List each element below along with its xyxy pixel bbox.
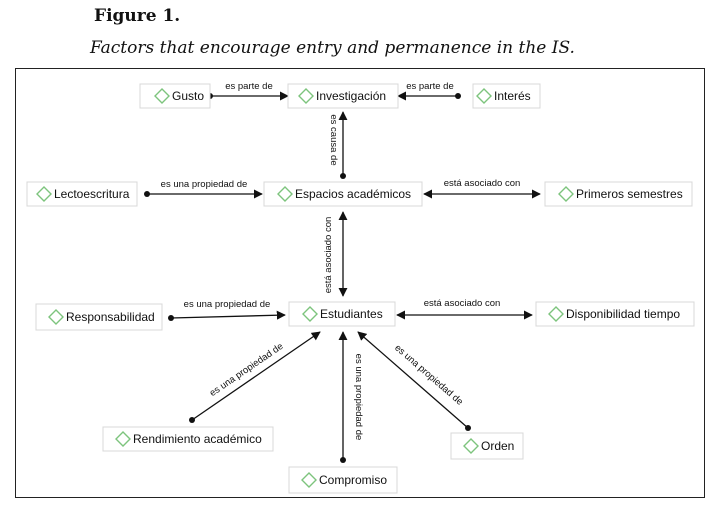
concept-diamond-icon — [115, 431, 131, 447]
edge-label: está asociado con — [424, 298, 501, 309]
concept-diamond-icon — [154, 88, 170, 104]
edge-gusto-investigacion: es parte de — [207, 81, 289, 101]
figure-title: Factors that encourage entry and permane… — [90, 38, 575, 58]
node-gusto[interactable]: Gusto — [139, 83, 211, 109]
concept-diamond-icon — [558, 186, 574, 202]
node-compromiso[interactable]: Compromiso — [288, 466, 398, 494]
concept-diamond-icon — [463, 438, 479, 454]
node-label: Disponibilidad tiempo — [566, 307, 680, 321]
node-label: Responsabilidad — [66, 310, 155, 324]
node-label: Gusto — [172, 89, 204, 103]
concept-diamond-icon — [548, 306, 564, 322]
diagram-frame — [15, 68, 705, 498]
concept-diamond-icon — [277, 186, 293, 202]
edge-lectoescritura-espacios: es una propiedad de — [144, 179, 263, 199]
edge-label: es causa de — [328, 114, 339, 165]
edge-responsabilidad-estudiantes: es una propiedad de — [168, 299, 286, 321]
node-label: Rendimiento académico — [133, 432, 262, 446]
node-estudiantes[interactable]: Estudiantes — [288, 301, 396, 327]
edge-label: es parte de — [406, 81, 454, 92]
node-lectoescritura[interactable]: Lectoescritura — [26, 181, 138, 207]
edge-label: es una propiedad de — [208, 341, 286, 399]
node-espacios-academicos[interactable]: Espacios académicos — [263, 181, 423, 207]
edge-estudiantes-disponibilidad: está asociado con — [396, 298, 533, 320]
edge-label: es una propiedad de — [184, 299, 271, 310]
edge-compromiso-estudiantes: es una propiedad de — [338, 331, 364, 463]
edge-label: es una propiedad de — [392, 343, 465, 408]
concept-diamond-icon — [476, 88, 492, 104]
edge-label: está asociado con — [444, 178, 521, 189]
node-label: Orden — [481, 439, 514, 453]
edge-orden-estudiantes: es una propiedad de — [357, 331, 471, 431]
edge-label: es una propiedad de — [161, 179, 248, 190]
node-primeros-semestres[interactable]: Primeros semestres — [544, 181, 693, 207]
node-label: Primeros semestres — [576, 187, 683, 201]
edge-label: está asociado con — [323, 217, 334, 294]
edge-espacios-estudiantes: está asociado con — [323, 211, 348, 297]
figure-label: Figure 1. — [94, 6, 181, 26]
node-responsabilidad[interactable]: Responsabilidad — [35, 303, 163, 331]
node-label: Lectoescritura — [54, 187, 130, 201]
node-rendimiento-academico[interactable]: Rendimiento académico — [102, 426, 274, 452]
edge-espacios-investigacion: es causa de — [328, 111, 348, 179]
node-orden[interactable]: Orden — [450, 432, 524, 460]
node-label: Investigación — [316, 89, 386, 103]
node-label: Interés — [494, 89, 531, 103]
node-label: Compromiso — [319, 473, 387, 487]
concept-diamond-icon — [298, 88, 314, 104]
node-label: Estudiantes — [320, 307, 383, 321]
concept-diamond-icon — [36, 186, 52, 202]
edge-interes-investigacion: es parte de — [397, 81, 461, 101]
concept-diamond-icon — [302, 306, 318, 322]
edge-label: es una propiedad de — [353, 354, 364, 441]
concept-diamond-icon — [48, 309, 64, 325]
edge-label: es parte de — [225, 81, 273, 92]
node-investigacion[interactable]: Investigación — [287, 83, 399, 109]
node-label: Espacios académicos — [295, 187, 411, 201]
edge-espacios-primeros: está asociado con — [423, 178, 541, 199]
node-disponibilidad-tiempo[interactable]: Disponibilidad tiempo — [535, 301, 695, 327]
concept-diamond-icon — [301, 472, 317, 488]
node-interes[interactable]: Interés — [472, 83, 541, 109]
edge-rendimiento-estudiantes: es una propiedad de — [189, 331, 321, 423]
